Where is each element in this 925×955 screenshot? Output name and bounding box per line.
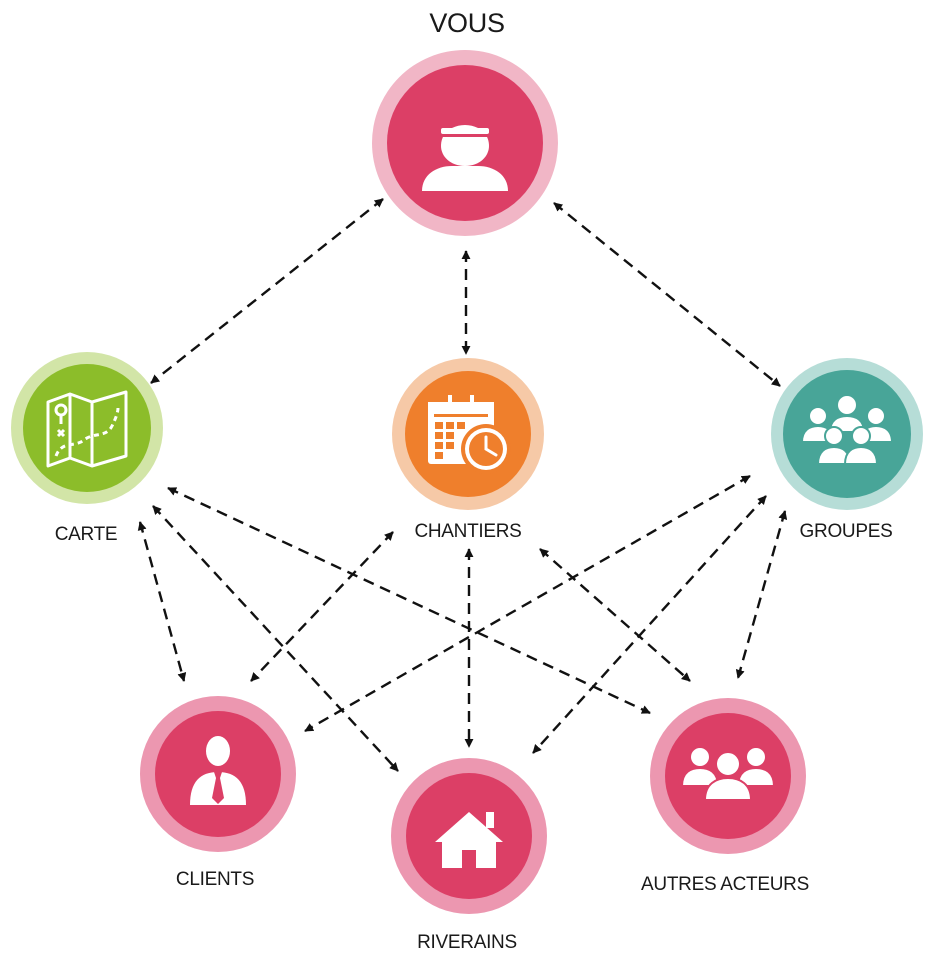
connection-lines — [137, 198, 788, 772]
node-chantiers[interactable] — [392, 358, 544, 510]
node-carte-disc — [23, 364, 151, 492]
node-vous[interactable] — [372, 50, 558, 236]
label-vous: VOUS — [429, 8, 505, 38]
calendar-clock-icon — [428, 395, 511, 474]
people-icon — [680, 746, 776, 801]
node-riverains[interactable] — [391, 758, 547, 914]
edge-chantiers-clients — [250, 531, 394, 682]
edge-vous-carte — [150, 198, 384, 384]
edge-carte-clients — [137, 521, 187, 682]
businessman-icon — [190, 736, 246, 805]
label-clients: CLIENTS — [175, 869, 255, 890]
edge-groupes-autres — [735, 510, 788, 679]
node-clients[interactable] — [140, 696, 296, 852]
node-groupes-disc — [783, 370, 911, 498]
user-icon — [422, 125, 508, 191]
node-autres-acteurs[interactable] — [650, 698, 806, 854]
edge-groupes-riverains — [532, 495, 767, 754]
edge-groupes-clients — [304, 474, 751, 733]
group-icon — [800, 394, 894, 465]
edge-vous-groupes — [553, 202, 781, 387]
house-icon — [435, 812, 503, 868]
label-autres-acteurs: AUTRES ACTEURS — [641, 874, 809, 895]
label-carte: CARTE — [54, 524, 118, 545]
label-chantiers: CHANTIERS — [414, 521, 522, 542]
label-riverains: RIVERAINS — [417, 932, 517, 953]
node-carte[interactable] — [11, 352, 163, 504]
node-groupes[interactable] — [771, 358, 923, 510]
label-groupes: GROUPES — [799, 521, 893, 542]
map-icon — [46, 390, 128, 468]
